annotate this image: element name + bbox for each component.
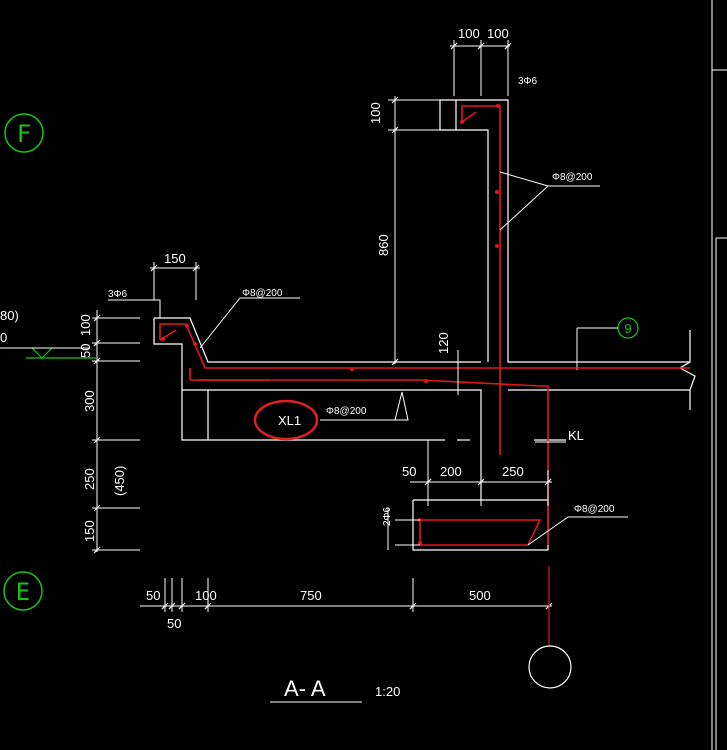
svg-text:50: 50 [78, 344, 93, 358]
axis-9: 9 [576, 317, 639, 370]
concrete-outline [153, 99, 696, 551]
svg-text:150: 150 [82, 520, 97, 542]
svg-text:E: E [16, 578, 30, 606]
svg-text:100: 100 [195, 588, 217, 603]
svg-text:Φ8@200: Φ8@200 [326, 406, 367, 417]
svg-text:Φ8@200: Φ8@200 [574, 504, 615, 515]
labels: 100 100 3Φ6 100 860 120 Φ8@200 150 3Φ6 Φ… [78, 26, 615, 701]
svg-text:120: 120 [436, 332, 451, 354]
svg-text:3Φ6: 3Φ6 [108, 289, 128, 300]
svg-text:KL: KL [568, 428, 584, 443]
svg-text:80): 80) [0, 308, 19, 323]
beam-highlight [253, 399, 319, 441]
svg-text:100: 100 [487, 26, 509, 41]
svg-text:100: 100 [78, 314, 93, 336]
frame-border [711, 0, 727, 750]
svg-text:A- A: A- A [284, 676, 326, 701]
rebar-dots [161, 104, 500, 545]
dimension-ticks [93, 42, 553, 610]
svg-text:860: 860 [376, 234, 391, 256]
svg-text:0: 0 [0, 330, 7, 345]
axis-E: E [3, 571, 43, 611]
svg-text:2Φ6: 2Φ6 [382, 506, 393, 526]
svg-text:200: 200 [440, 464, 462, 479]
svg-text:100: 100 [458, 26, 480, 41]
rebar [159, 105, 690, 546]
svg-text:150: 150 [164, 251, 186, 266]
svg-text:250: 250 [82, 468, 97, 490]
svg-text:50: 50 [167, 616, 181, 631]
svg-text:300: 300 [82, 390, 97, 412]
svg-text:F: F [17, 120, 31, 148]
svg-text:250: 250 [502, 464, 524, 479]
svg-text:Φ8@200: Φ8@200 [552, 172, 593, 183]
svg-text:Φ8@200: Φ8@200 [242, 288, 283, 299]
svg-text:500: 500 [469, 588, 491, 603]
svg-text:(450): (450) [112, 466, 127, 496]
svg-text:3Φ6: 3Φ6 [518, 76, 538, 87]
dimension-lines [92, 40, 628, 703]
elevation-symbol: 80) 0 [0, 308, 96, 359]
svg-text:9: 9 [624, 321, 631, 336]
svg-text:750: 750 [300, 588, 322, 603]
svg-text:1:20: 1:20 [375, 684, 400, 699]
svg-text:XL1: XL1 [278, 413, 301, 428]
column-axis [528, 566, 572, 689]
svg-text:50: 50 [402, 464, 416, 479]
svg-text:100: 100 [368, 102, 383, 124]
svg-text:50: 50 [146, 588, 160, 603]
axis-F: F [4, 113, 44, 153]
